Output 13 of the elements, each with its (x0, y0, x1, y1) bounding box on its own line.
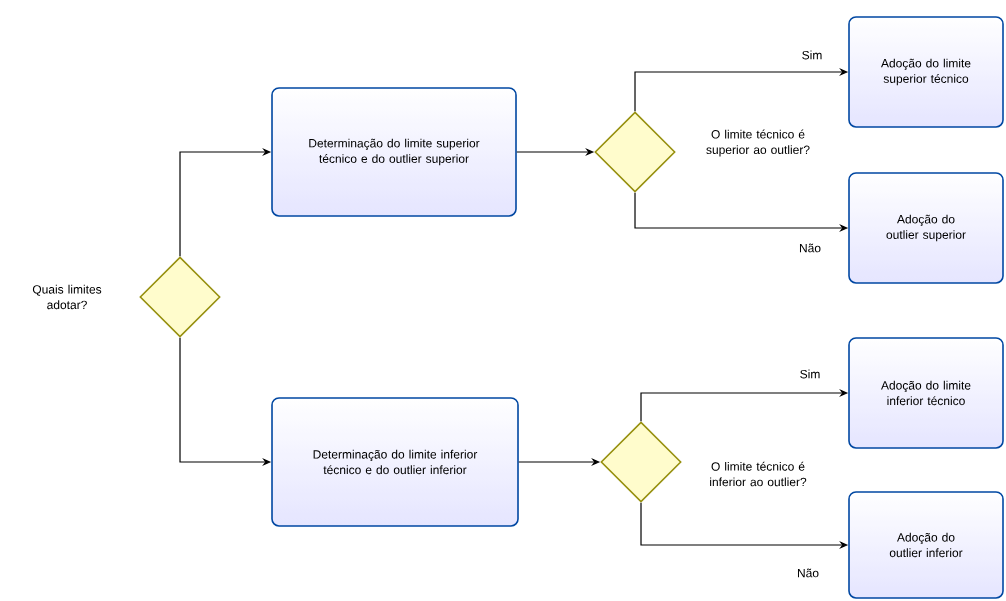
edge-label: Sim (798, 368, 822, 380)
process-box: Adoção do outlier inferior (848, 491, 1004, 599)
decision-label: O limite técnico é inferior ao outlier? (710, 461, 807, 487)
edge-label: Não (796, 567, 820, 579)
process-box: Adoção do limite superior técnico (848, 16, 1004, 128)
process-box: Adoção do limite inferior técnico (848, 337, 1004, 449)
edge-label: Não (798, 242, 822, 254)
process-box: Determinação do limite inferior técnico e do outlier inferior (271, 397, 519, 527)
process-box: Adoção do outlier superior (848, 172, 1004, 284)
decision-label: Quais limites adotar? (32, 284, 102, 310)
process-box: Determinação do limite superior técnico e do outlier superior (271, 87, 517, 217)
decision-label: O limite técnico é superior ao outlier? (706, 129, 810, 157)
edge-label: Sim (800, 49, 824, 61)
